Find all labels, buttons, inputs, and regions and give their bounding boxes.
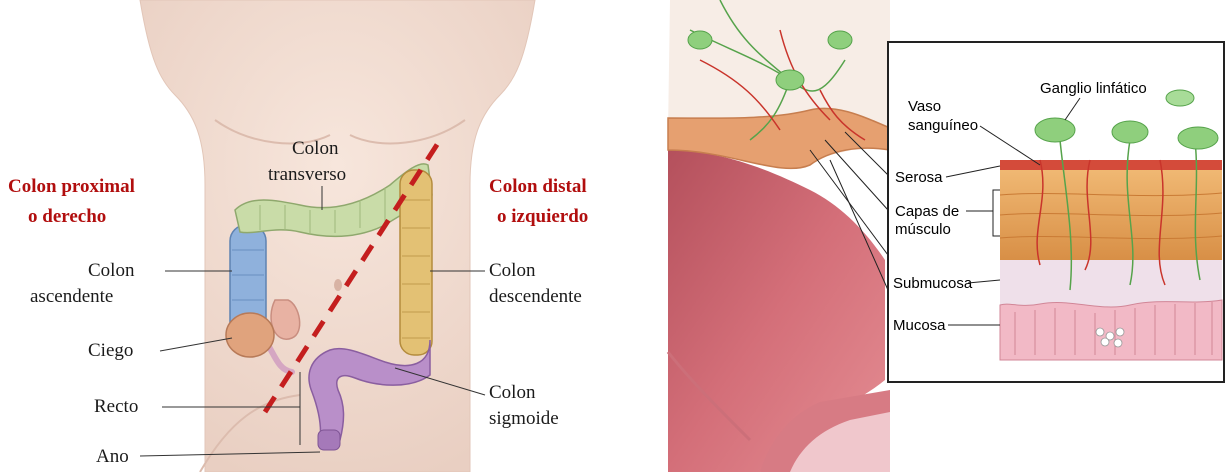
distal-heading-1: Colon distal	[489, 176, 587, 197]
label-capas-2: músculo	[895, 221, 951, 238]
label-ascending-1: Colon	[88, 260, 135, 281]
lymph-node-3	[688, 31, 712, 49]
lymph-node-2	[828, 31, 852, 49]
label-ganglio: Ganglio linfático	[1040, 80, 1147, 97]
navel	[334, 279, 342, 291]
inset-lymph-node-1	[1035, 118, 1075, 142]
label-cecum: Ciego	[88, 340, 133, 361]
label-rectum: Recto	[94, 396, 138, 417]
proximal-heading-1: Colon proximal	[8, 176, 135, 197]
label-vaso-2: sanguíneo	[908, 117, 978, 134]
left-panel: Colon proximal o derecho Colon distal o …	[8, 0, 588, 472]
label-transverse-1: Colon	[292, 138, 339, 159]
mucosa-layer	[1000, 300, 1222, 360]
small-intestine	[271, 300, 300, 339]
cecum	[226, 313, 274, 357]
layers-inset: Ganglio linfático Vaso sanguíneo Serosa …	[888, 42, 1224, 382]
label-transverse-2: transverso	[268, 164, 346, 185]
label-anus: Ano	[96, 446, 129, 467]
inset-lymph-node-2	[1112, 121, 1148, 143]
label-submucosa: Submucosa	[893, 275, 973, 292]
lymph-node-1	[776, 70, 804, 90]
inset-lymph-node-3	[1178, 127, 1218, 149]
label-serosa: Serosa	[895, 169, 943, 186]
rectum	[318, 430, 340, 450]
label-sigmoid-2: sigmoide	[489, 408, 559, 429]
serosa-layer	[1000, 160, 1222, 170]
label-vaso-1: Vaso	[908, 98, 941, 115]
distal-heading-2: o izquierdo	[497, 206, 588, 227]
label-sigmoid-1: Colon	[489, 382, 536, 403]
label-descending-2: descendente	[489, 286, 582, 307]
label-descending-1: Colon	[489, 260, 536, 281]
right-panel: Ganglio linfático Vaso sanguíneo Serosa …	[668, 0, 1224, 472]
submucosa-layer	[1000, 260, 1222, 307]
proximal-heading-2: o derecho	[28, 206, 106, 227]
inset-lymph-node-4	[1166, 90, 1194, 106]
label-ascending-2: ascendente	[30, 286, 113, 307]
label-capas-1: Capas de	[895, 203, 959, 220]
label-mucosa: Mucosa	[893, 317, 946, 334]
